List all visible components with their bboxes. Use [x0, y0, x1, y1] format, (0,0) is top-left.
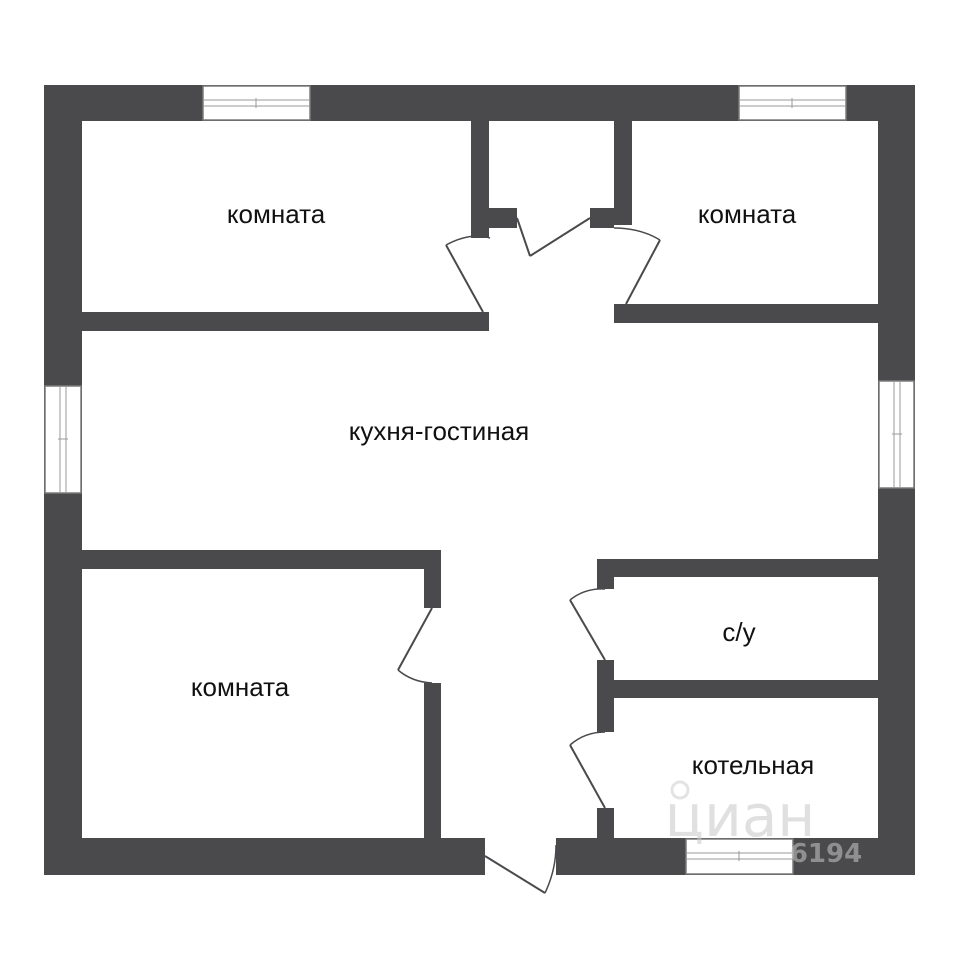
wall-bathroom-boiler-divider [597, 680, 878, 698]
label-boiler-room: котельная [692, 750, 814, 780]
label-room-bottom-left: комната [191, 672, 290, 702]
wall-vestibule-right [614, 121, 632, 225]
label-bathroom: с/у [722, 617, 755, 647]
window-right [878, 380, 915, 489]
wall-bottom-left-room-top [82, 550, 441, 569]
watermark: циан 6194 [665, 780, 862, 869]
wall-bathroom-left-stub [597, 559, 614, 589]
wall-top-left-room-bottom [82, 312, 489, 331]
wall-bathroom-left-lower [597, 660, 614, 732]
window-top-left [202, 85, 311, 121]
watermark-brand: циан [665, 782, 816, 850]
door-entrance [484, 844, 557, 894]
watermark-number: 6194 [790, 839, 862, 869]
wall-bottom-left-room-right-lower [424, 683, 441, 838]
doors [397, 217, 661, 894]
door-bathroom [569, 588, 606, 661]
wall-boiler-left-stub [597, 808, 614, 838]
door-boiler-room [569, 731, 606, 809]
door-top-right-room [613, 227, 661, 305]
window-bottom [685, 838, 794, 875]
door-vestibule [516, 217, 591, 257]
wall-bathroom-top [597, 559, 878, 577]
wall-bottom-left-room-right-upper [424, 550, 441, 608]
wall-vestibule-left-stub [489, 208, 517, 228]
label-living-kitchen: кухня-гостиная [349, 416, 529, 446]
window-left [44, 385, 82, 494]
wall-vestibule-left [471, 121, 489, 238]
label-room-top-left: комната [227, 199, 326, 229]
wall-top-right-room-bottom [614, 304, 878, 323]
outer-wall-bottom-left [44, 838, 485, 875]
label-room-top-right: комната [698, 199, 797, 229]
interior-walls [82, 121, 878, 838]
window-top-right [738, 85, 847, 121]
door-bottom-left-room [397, 607, 433, 684]
room-labels: комната комната кухня-гостиная комната с… [191, 199, 814, 780]
windows [44, 85, 915, 875]
door-top-left-room [445, 235, 491, 313]
wall-vestibule-right-stub [590, 208, 614, 228]
